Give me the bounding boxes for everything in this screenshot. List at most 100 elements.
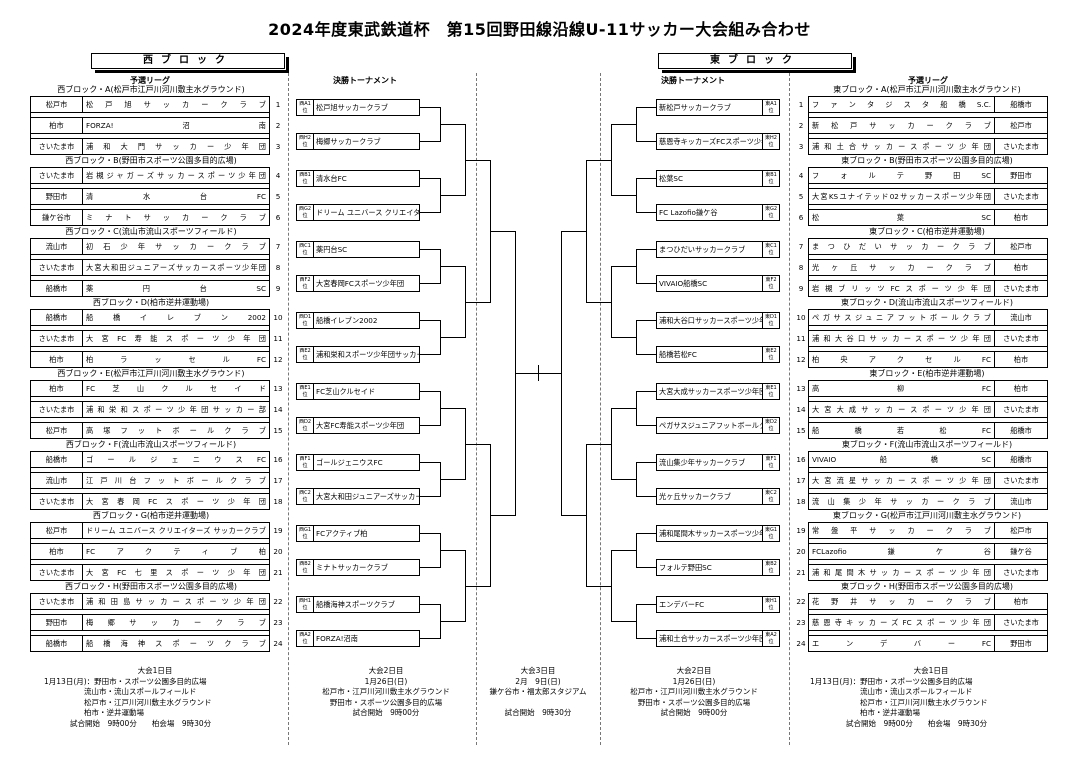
block-label: 西ブロック・A(松戸市江戸川河川敷主水グラウンド) [57, 85, 245, 94]
team-cell: 高柳FC [809, 381, 995, 396]
bracket-team: 大宮大和田ジュニアーズサッカースポーツ少年団 [316, 492, 419, 501]
city-cell: 鎌ケ谷市 [31, 210, 83, 225]
bracket-line [586, 586, 611, 587]
bracket-line [611, 124, 636, 125]
seed-number: 9 [798, 284, 804, 293]
footer-line: 柏市・逆井運動場 [860, 708, 920, 717]
bracket-slot: ペガサスジュニアフットボールクラブ東D2位 [656, 417, 780, 434]
seed-tag: 東H1位 [762, 597, 779, 612]
table-row: 慈恩寺キッカーズFCスポーツ少年団さいたま市 [808, 614, 1048, 631]
city-cell: 流山市 [31, 473, 83, 488]
bracket-team: ミナトサッカークラブ [316, 563, 388, 572]
city-cell: 船橋市 [31, 452, 83, 467]
seed-tag: 西E1位 [297, 384, 314, 399]
table-row: FCLazofio鎌ケ谷鎌ケ谷 [808, 543, 1048, 560]
table-row: 船橋市ゴールジェニウスFC [30, 451, 270, 468]
bracket-team: 浦和大谷口サッカースポーツ少年団 [659, 316, 762, 325]
bracket-team: FC芝山クルセイド [316, 387, 376, 396]
city-cell: さいたま市 [1003, 405, 1039, 414]
bracket-line [611, 124, 612, 196]
east-block-header: 東ブロック [658, 53, 856, 73]
row-gap [30, 255, 270, 259]
footer-line: 2月 9日(日) [515, 676, 561, 686]
seed-tag: 西B1位 [297, 171, 314, 186]
footer-line: 1月13日(月)：野田市・スポーツ公園多目的広場 [810, 676, 973, 686]
seed-tag: 西G2位 [297, 205, 314, 220]
team-cell: エンデバーFC [809, 636, 995, 651]
team-cell: 浦和土合サッカースポーツ少年団 [809, 139, 995, 154]
table-row: 新松戸サッカークラブ松戸市 [808, 117, 1048, 134]
bracket-slot: 西A1位松戸旭サッカークラブ [296, 99, 420, 116]
bracket-line [440, 124, 465, 125]
prelim-table: まつひだいサッカークラブ松戸市光ヶ丘サッカークラブ柏市岩槻ブリッツFCスポーツ少… [808, 238, 1048, 297]
city-cell: 船橋市 [1010, 426, 1032, 435]
bracket-line [636, 178, 637, 213]
table-row: 船橋市薬円台SC [30, 280, 270, 297]
seed-number: 14 [273, 405, 283, 414]
bracket-line [636, 249, 637, 284]
bracket-line [636, 567, 656, 568]
bracket-team: 船橋海神スポーツクラブ [316, 600, 395, 609]
table-row: ファンタジスタ船橋S.C.船橋市 [808, 96, 1048, 113]
row-gap [808, 560, 1048, 564]
table-row: 船橋市船橋イレブン2002 [30, 309, 270, 326]
bracket-line [636, 107, 656, 108]
row-gap [808, 326, 1048, 330]
team-cell: 浦和尾間木サッカースポーツ少年団 [809, 565, 995, 580]
city-cell: 柏市 [1013, 263, 1029, 272]
bracket-line [636, 638, 656, 639]
bracket-line [420, 283, 440, 284]
bracket-line [636, 462, 637, 497]
bracket-team: 大宮大成サッカースポーツ少年団 [659, 387, 762, 396]
seed-number: 3 [275, 142, 281, 151]
bracket-line [586, 444, 611, 445]
seed-tag: 東D1位 [762, 313, 779, 328]
row-gap [30, 560, 270, 564]
bracket-line [490, 515, 515, 516]
city-cell: 船橋市 [31, 636, 83, 651]
row-gap [808, 610, 1048, 614]
footer-day3: 大会3日目 2月 9日(日) 鎌ケ谷市・福太郎スタジアム 試合開始 9時30分 [478, 666, 598, 718]
block-label: 東ブロック・C(柏市逆井運動場) [869, 227, 985, 236]
team-cell: 高塚フットボールクラブ [86, 426, 266, 435]
city-cell: さいたま市 [31, 331, 83, 346]
seed-tag: 西D1位 [297, 313, 314, 328]
team-cell: 初石少年サッカークラブ [86, 242, 266, 251]
city-cell: さいたま市 [31, 402, 83, 417]
team-cell: まつひだいサッカークラブ [809, 239, 995, 254]
table-row: 松戸市高塚フットボールクラブ [30, 422, 270, 439]
bracket-line [636, 391, 637, 426]
team-cell: 柏央アクセルFC [809, 352, 995, 367]
team-cell: 柏ラッセルFC [86, 355, 266, 364]
city-cell: 柏市 [31, 544, 83, 559]
seed-number: 7 [275, 242, 281, 251]
footer-line: 流山市・流山スポールフィールド [860, 687, 973, 696]
page-title: 2024年度東武鉄道杯 第15回野田線沿線U-11サッカー大会組み合わせ [268, 20, 811, 39]
seed-tag: 東B2位 [762, 560, 779, 575]
city-cell: 流山市 [1010, 497, 1032, 506]
seed-tag: 東F1位 [762, 455, 779, 470]
bracket-team: 新松戸サッカークラブ [659, 103, 731, 112]
bracket-slot: 浦和尾間木サッカースポーツ少年団東G1位 [656, 525, 780, 542]
team-cell: 岩槻ジャガーズサッカースポーツ少年団 [86, 171, 266, 180]
seed-number: 11 [796, 334, 806, 343]
row-gap [30, 418, 270, 422]
table-row: 花野井サッカークラブ柏市 [808, 593, 1048, 610]
bracket-line [420, 141, 440, 142]
bracket-slot: 西B1位清水台FC [296, 170, 420, 187]
seed-tag: 西C1位 [297, 242, 314, 257]
footer-line: 柏市・逆井運動場 [84, 708, 144, 717]
bracket-line [636, 212, 656, 213]
bracket-team: 浦和土合サッカースポーツ少年団 [659, 634, 762, 643]
table-row: さいたま市大宮春岡FCスポーツ少年団 [30, 493, 270, 510]
table-row: 流山集少年サッカークラブ流山市 [808, 493, 1048, 510]
team-cell: 薬円台SC [86, 284, 266, 293]
prelim-table: ファンタジスタ船橋S.C.船橋市新松戸サッカークラブ松戸市浦和土合サッカースポー… [808, 96, 1048, 155]
footer-line: 1月26日(日) [364, 676, 408, 686]
